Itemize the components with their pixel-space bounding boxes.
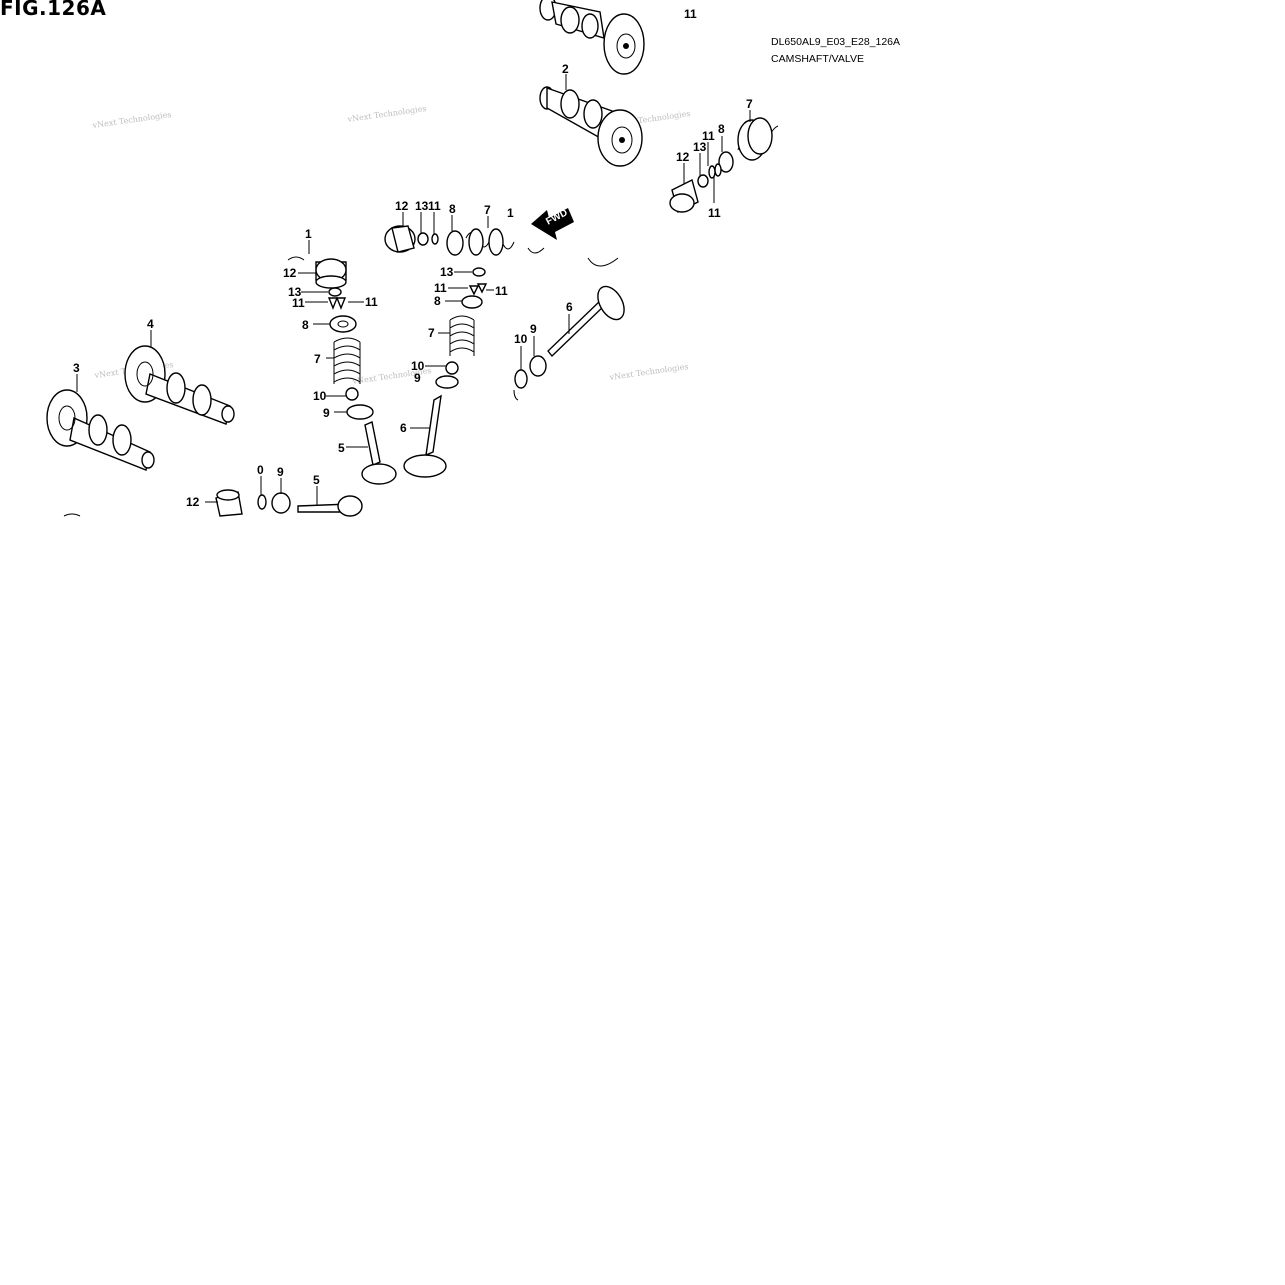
callout-label: 9 — [277, 465, 284, 479]
callout-label: 9 — [414, 371, 421, 385]
callout-label: 10 — [313, 389, 327, 403]
callout-label: 7 — [428, 326, 435, 340]
callout-label: 12 — [283, 266, 297, 280]
callout-label: 8 — [434, 294, 441, 308]
callout-label: 12 — [186, 495, 200, 509]
callout-label: 11 — [708, 206, 721, 220]
watermark: vNext Technologies — [91, 110, 172, 130]
diagram-code: DL650AL9_E03_E28_126A — [771, 36, 901, 48]
leader-lines — [76, 74, 751, 506]
callout-label: 4 — [147, 317, 154, 331]
callout-label: 8 — [302, 318, 309, 332]
valve-group-horizontal — [384, 225, 619, 267]
callout-label: 5 — [313, 473, 320, 487]
callout-label: 13 — [288, 285, 302, 299]
callout-label: 9 — [530, 322, 537, 336]
callout-label: 8 — [718, 122, 725, 136]
callout-label: 11 — [292, 296, 305, 310]
callout-label: 12 — [676, 150, 690, 164]
forward-arrow: FWD — [531, 207, 574, 240]
callout-label: 1 — [507, 206, 514, 220]
watermark: vNext Technologies — [346, 104, 427, 124]
callout-label: 3 — [73, 361, 80, 375]
callout-label: 7 — [314, 352, 321, 366]
callout-label: 13 — [693, 140, 707, 154]
callout-label: 0 — [257, 463, 264, 477]
callout-label: 10 — [514, 332, 528, 346]
camshaft-2 — [539, 86, 643, 167]
callout-label: 8 — [449, 202, 456, 216]
diagram-name: CAMSHAFT/VALVE — [771, 53, 864, 65]
callout-label: 11 — [702, 129, 715, 143]
callout-label: 12 — [395, 199, 409, 213]
callout-label: 13 — [415, 199, 429, 213]
valve-stack-left — [287, 256, 397, 485]
valve-group-right — [669, 117, 779, 214]
callout-label: 5 — [338, 441, 345, 455]
callout-label: 11 — [684, 7, 697, 21]
callout-label: 11 — [495, 284, 508, 298]
callout-label: 11 — [428, 199, 441, 213]
callout-label: 1 — [305, 227, 312, 241]
figure-title: FIG.126A — [0, 0, 107, 20]
callout-label: 9 — [323, 406, 330, 420]
camshaft-3 — [46, 389, 155, 471]
valve-group-bottom — [63, 489, 363, 517]
callout-labels: 11 2 7 8 11 13 12 11 12 13 11 8 7 1 1 12… — [73, 7, 753, 509]
callout-label: 11 — [434, 281, 447, 295]
camshaft-4 — [124, 345, 235, 425]
callout-label: 6 — [566, 300, 573, 314]
callout-label: 13 — [440, 265, 454, 279]
callout-label: 7 — [484, 203, 491, 217]
callout-label: 2 — [562, 62, 569, 76]
valve-right-horizontal — [513, 285, 625, 401]
callout-label: 10 — [411, 359, 425, 373]
valve-stack-center — [403, 267, 488, 478]
callout-label: 6 — [400, 421, 407, 435]
callout-label: 7 — [746, 97, 753, 111]
callout-label: 11 — [365, 295, 378, 309]
watermark: vNext Technologies — [608, 362, 689, 382]
camshaft-top — [539, 0, 645, 75]
